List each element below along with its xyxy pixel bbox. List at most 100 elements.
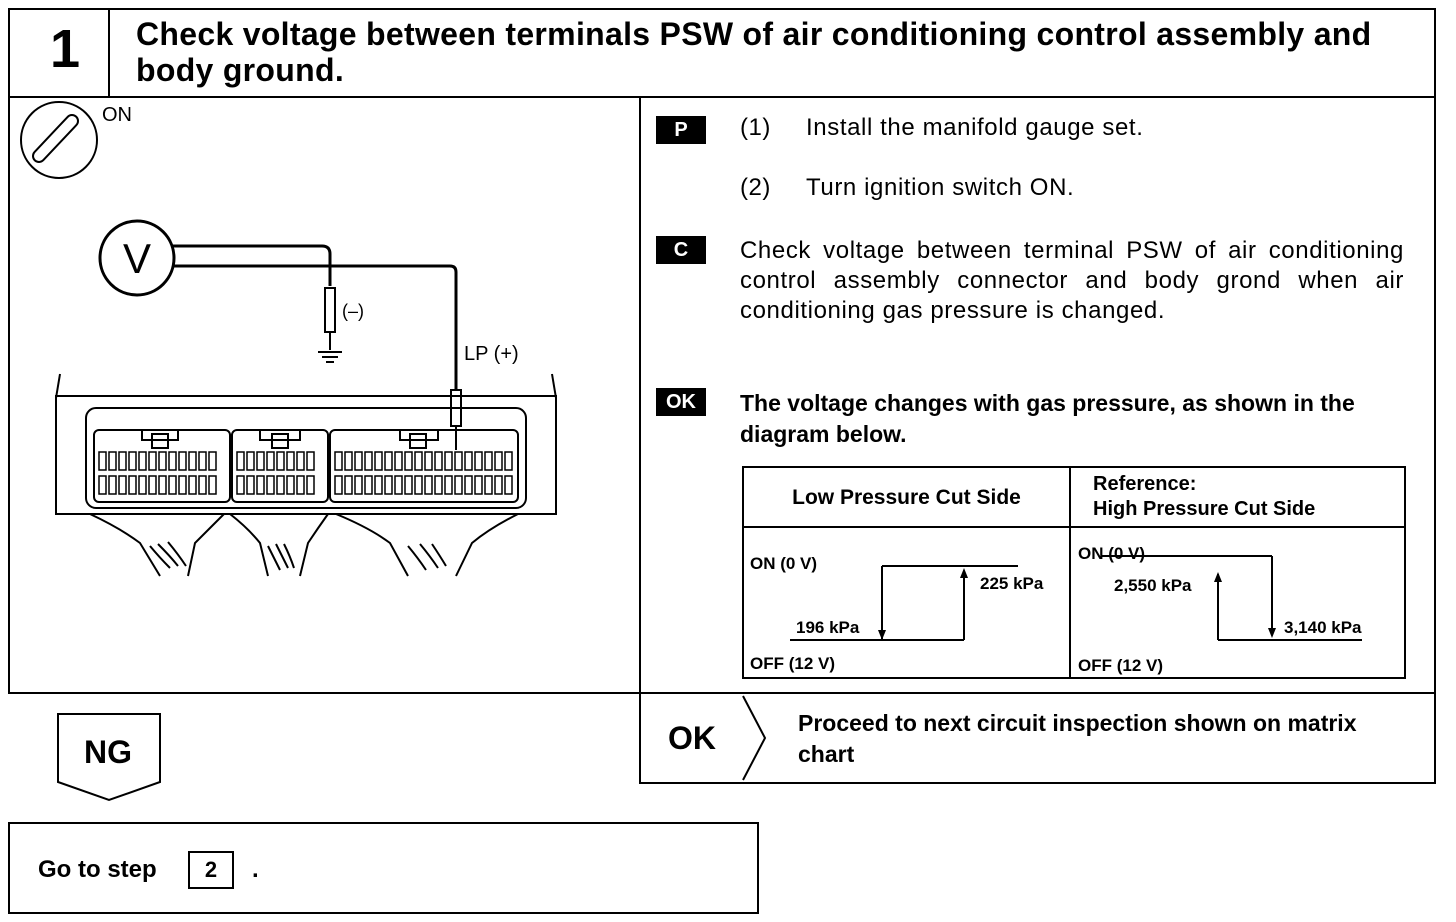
connector-pin — [138, 451, 147, 471]
connector-pin — [454, 451, 463, 471]
low-pressure-header: Low Pressure Cut Side — [792, 486, 1021, 509]
connector-pin — [158, 451, 167, 471]
connector-pin — [434, 451, 443, 471]
connector-pin — [374, 475, 383, 495]
connector-pin — [364, 475, 373, 495]
connector-pin — [504, 475, 513, 495]
page-title: Check voltage between terminals PSW of a… — [136, 16, 1372, 88]
connector-pin — [374, 451, 383, 471]
connector-pin — [198, 475, 207, 495]
connector-pin — [98, 451, 107, 471]
goto-step-text: Go to step — [38, 856, 157, 883]
ok-criteria: The voltage changes with gas pressure, a… — [740, 390, 1355, 447]
connector-pin — [414, 451, 423, 471]
high-pressure-header: Reference: High Pressure Cut Side — [1093, 472, 1403, 522]
connector-pin — [256, 451, 265, 471]
hysteresis-diagrams — [790, 555, 1362, 641]
connector-pin — [464, 475, 473, 495]
goto-step-period: . — [252, 856, 259, 883]
connector-pin — [236, 475, 245, 495]
negative-probe — [318, 287, 342, 363]
ng-arrow-icon — [57, 713, 161, 802]
connector-pin — [364, 451, 373, 471]
connector-pin — [148, 475, 157, 495]
pressure-table — [742, 466, 1406, 679]
voltmeter-icon: V — [98, 219, 176, 297]
low-pressure-curve — [790, 565, 1018, 641]
goto-step-box — [8, 822, 759, 914]
goto-step-link[interactable]: 2 — [188, 851, 234, 889]
step-number: 1 — [49, 19, 81, 79]
high-off-pressure: 3,140 kPa — [1284, 618, 1362, 637]
connector-pin — [188, 475, 197, 495]
low-off-pressure: 196 kPa — [796, 618, 860, 637]
connector-pin — [484, 451, 493, 471]
table-header-divider — [742, 526, 1406, 528]
connector-pin — [306, 475, 315, 495]
check-tag: C — [656, 236, 706, 264]
connector-pin — [188, 451, 197, 471]
header-divider — [108, 8, 110, 98]
ignition-switch-icon — [20, 101, 98, 179]
connector-pin — [158, 475, 167, 495]
control-assembly-connector — [55, 373, 557, 577]
connector-pin — [474, 451, 483, 471]
high-arrow-up — [1214, 572, 1222, 582]
connector-pin — [198, 451, 207, 471]
ok-tag: OK — [656, 388, 706, 416]
connector-pin — [246, 475, 255, 495]
connector-pin — [394, 451, 403, 471]
connector-pin — [504, 451, 513, 471]
connector-pin — [148, 451, 157, 471]
connector-pin — [178, 451, 187, 471]
connector-pin — [208, 451, 217, 471]
prep-tag: P — [656, 116, 706, 144]
wiring-diagram: ON V (–) LP (+) — [20, 101, 557, 577]
connector-pin — [266, 475, 275, 495]
step1-text: Install the manifold gauge set. — [806, 114, 1144, 141]
connector-pin — [276, 451, 285, 471]
connector-pin — [118, 475, 127, 495]
connector-pins — [98, 451, 513, 495]
connector-pin — [434, 475, 443, 495]
connector-pin — [296, 451, 305, 471]
connector-pin — [306, 451, 315, 471]
connector-pin — [414, 475, 423, 495]
connector-pin — [108, 475, 117, 495]
step2-text: Turn ignition switch ON. — [806, 174, 1075, 201]
ignition-label: ON — [102, 104, 132, 126]
ng-result-label: NG — [84, 734, 132, 770]
connector-pin — [118, 451, 127, 471]
connector-pin — [484, 475, 493, 495]
step2-number: (2) — [740, 174, 771, 201]
connector-pin — [128, 475, 137, 495]
connector-pin — [494, 475, 503, 495]
connector-pin — [404, 451, 413, 471]
connector-pin — [266, 451, 275, 471]
connector-pin — [454, 475, 463, 495]
high-on-pressure: 2,550 kPa — [1114, 576, 1192, 595]
low-on-pressure: 225 kPa — [980, 574, 1044, 593]
connector-pin — [236, 451, 245, 471]
connector-pin — [444, 451, 453, 471]
connector-pin — [444, 475, 453, 495]
connector-pin — [384, 475, 393, 495]
test-leads — [173, 244, 458, 390]
connector-pin — [138, 475, 147, 495]
connector-pin — [474, 475, 483, 495]
connector-pin — [208, 475, 217, 495]
connector-pin — [334, 475, 343, 495]
connector-pin — [108, 451, 117, 471]
svg-text:V: V — [123, 235, 151, 282]
high-on-label: ON (0 V) — [1078, 544, 1146, 563]
low-arrow-up — [960, 568, 968, 578]
high-arrow-down — [1268, 628, 1276, 638]
connector-pin — [286, 451, 295, 471]
connector-pin — [286, 475, 295, 495]
high-pressure-header-reference: Reference: — [1093, 473, 1197, 495]
low-arrow-down — [878, 630, 886, 640]
high-off-label: OFF (12 V) — [1078, 656, 1164, 675]
connector-pin — [424, 451, 433, 471]
connector-pin — [394, 475, 403, 495]
connector-pin — [354, 451, 363, 471]
